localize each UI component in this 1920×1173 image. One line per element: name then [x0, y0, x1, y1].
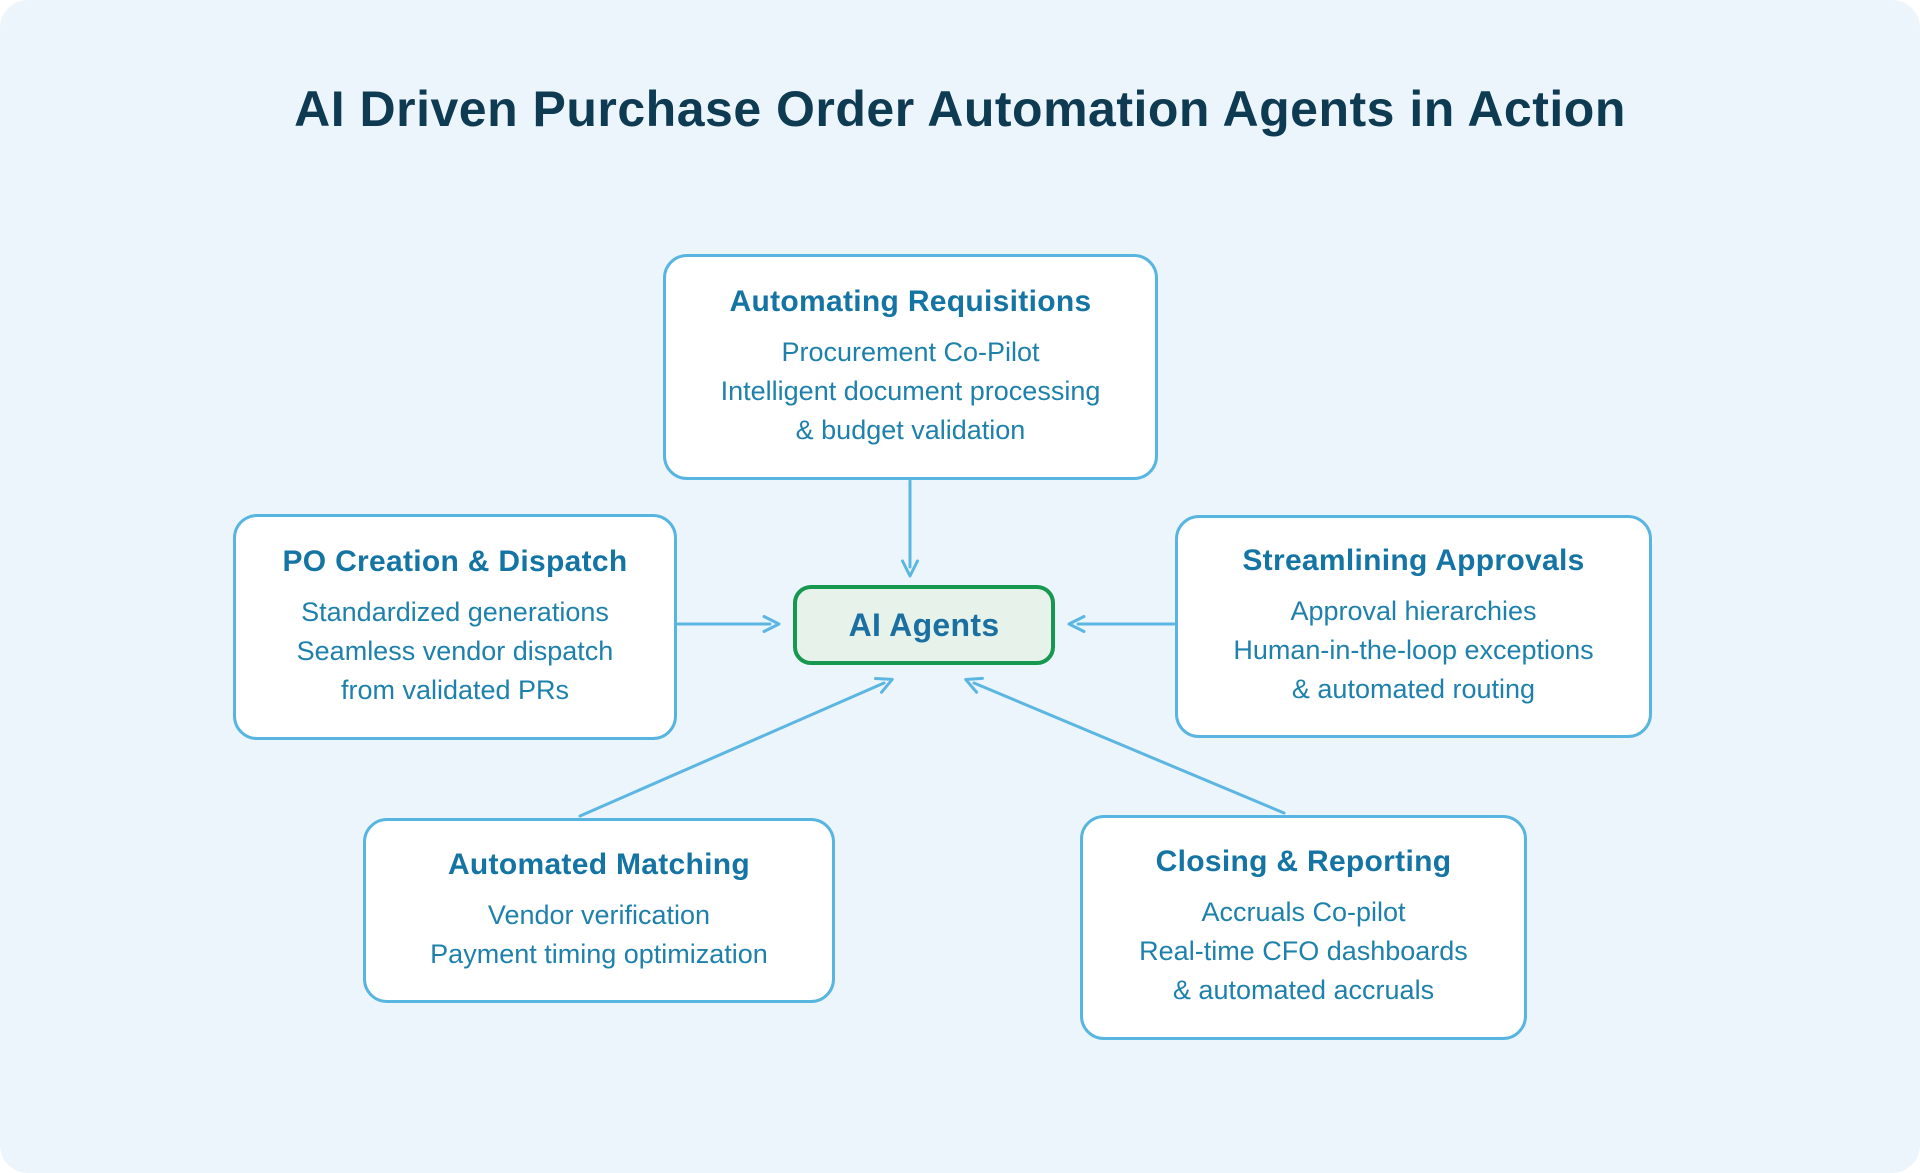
node-line: Real-time CFO dashboards	[1139, 936, 1468, 966]
node-closing-reporting: Closing & Reporting Accruals Co-pilot Re…	[1080, 815, 1527, 1040]
node-line: Intelligent document processing	[720, 375, 1101, 406]
node-automated-matching: Automated Matching Vendor verification P…	[363, 818, 835, 1003]
node-heading: Streamlining Approvals	[1242, 544, 1585, 577]
node-line: Vendor verification	[487, 899, 711, 930]
node-line: Human-in-the-loop exceptions	[1233, 635, 1594, 665]
node-line: & automated accruals	[1172, 975, 1435, 1005]
node-heading: Closing & Reporting	[1155, 845, 1452, 878]
node-streamlining-approvals: Streamlining Approvals Approval hierarch…	[1175, 515, 1652, 738]
node-po-creation-dispatch: PO Creation & Dispatch Standardized gene…	[233, 514, 677, 740]
node-automating-requisitions: Automating Requisitions Procurement Co-P…	[663, 254, 1158, 480]
node-line: Accruals Co-pilot	[1201, 897, 1406, 927]
node-line: & automated routing	[1291, 674, 1536, 704]
node-line: Procurement Co-Pilot	[781, 336, 1040, 367]
page-title: AI Driven Purchase Order Automation Agen…	[294, 81, 1626, 137]
node-heading: Automating Requisitions	[729, 284, 1092, 318]
ai-agents-label: AI Agents	[848, 606, 1000, 643]
node-line: Standardized generations	[301, 596, 609, 627]
node-heading: PO Creation & Dispatch	[282, 544, 628, 578]
node-line: Seamless vendor dispatch	[296, 635, 614, 666]
node-line: Payment timing optimization	[430, 938, 768, 969]
node-line: Approval hierarchies	[1290, 596, 1537, 626]
node-heading: Automated Matching	[447, 847, 751, 881]
node-line: & budget validation	[795, 414, 1026, 445]
node-line: from validated PRs	[340, 674, 570, 705]
node-ai-agents: AI Agents	[793, 585, 1055, 665]
